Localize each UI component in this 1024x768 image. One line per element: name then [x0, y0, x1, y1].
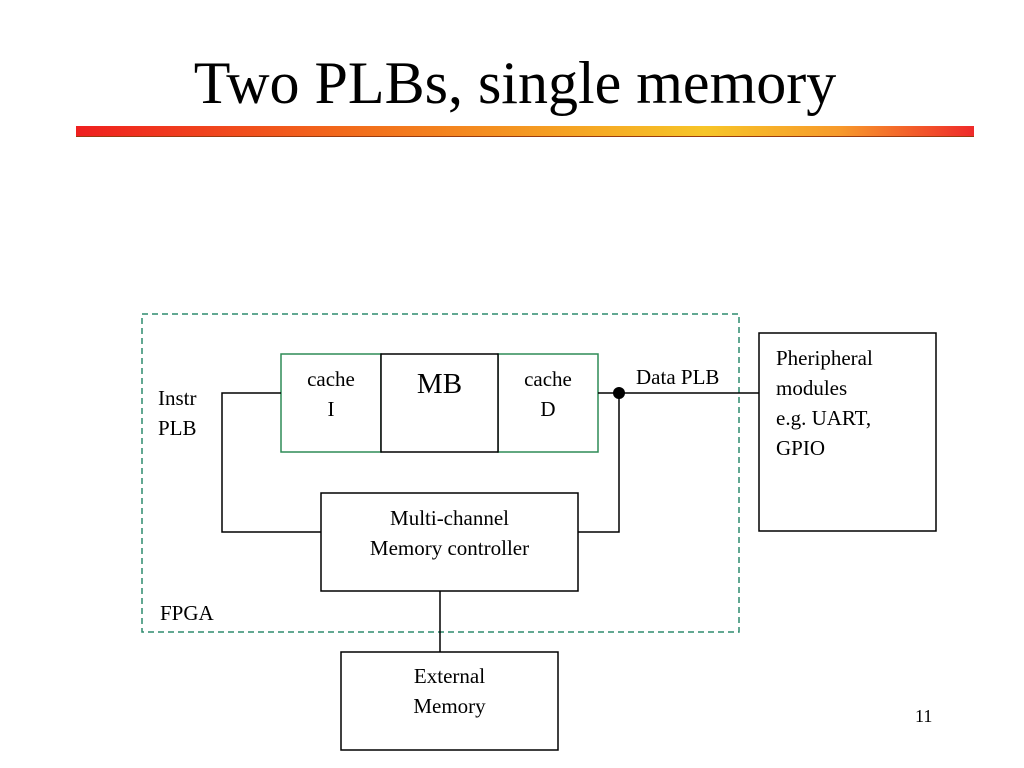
- data-plb-label: Data PLB: [636, 365, 720, 389]
- peripheral-line4: GPIO: [776, 436, 826, 460]
- cache-d-line1: cache: [524, 367, 572, 391]
- peripheral-line1: Pheripheral: [776, 346, 873, 370]
- external-memory-line1: External: [413, 664, 486, 688]
- peripheral-label: Pheripheral modules e.g. UART, GPIO: [776, 343, 873, 463]
- instr-plb-line1: Instr: [158, 386, 197, 410]
- memory-controller-line1: Multi-channel: [390, 506, 509, 530]
- cache-d-line2: D: [540, 397, 556, 421]
- memory-controller-label: Multi-channel Memory controller: [321, 503, 578, 563]
- cache-i-box: [280, 353, 382, 453]
- cache-i-line1: cache: [307, 367, 355, 391]
- data-plb-junction: [613, 387, 625, 399]
- cache-i-label: cache I: [281, 364, 381, 424]
- cache-i-line2: I: [327, 397, 335, 421]
- external-memory-box: [340, 651, 559, 751]
- memory-controller-box: [320, 492, 579, 592]
- cache-d-label: cache D: [498, 364, 598, 424]
- peripheral-line2: modules: [776, 376, 848, 400]
- page-number: 11: [915, 706, 933, 726]
- peripheral-box: [758, 332, 937, 532]
- title-divider: [76, 126, 974, 137]
- external-memory-label: External Memory: [341, 661, 558, 721]
- instr-plb-label: Instr PLB: [158, 383, 197, 443]
- mb-box: [380, 353, 499, 453]
- external-memory-line2: Memory: [413, 694, 486, 718]
- page-title: Two PLBs, single memory: [193, 50, 837, 116]
- cache-d-box: [497, 353, 599, 453]
- memory-controller-line2: Memory controller: [369, 536, 530, 560]
- fpga-label: FPGA: [160, 601, 214, 625]
- instr-plb-line: [221, 392, 321, 533]
- instr-plb-line2: PLB: [158, 416, 197, 440]
- mb-label: MB: [416, 368, 463, 400]
- data-plb-branch: [578, 393, 620, 533]
- peripheral-line3: e.g. UART,: [776, 406, 872, 430]
